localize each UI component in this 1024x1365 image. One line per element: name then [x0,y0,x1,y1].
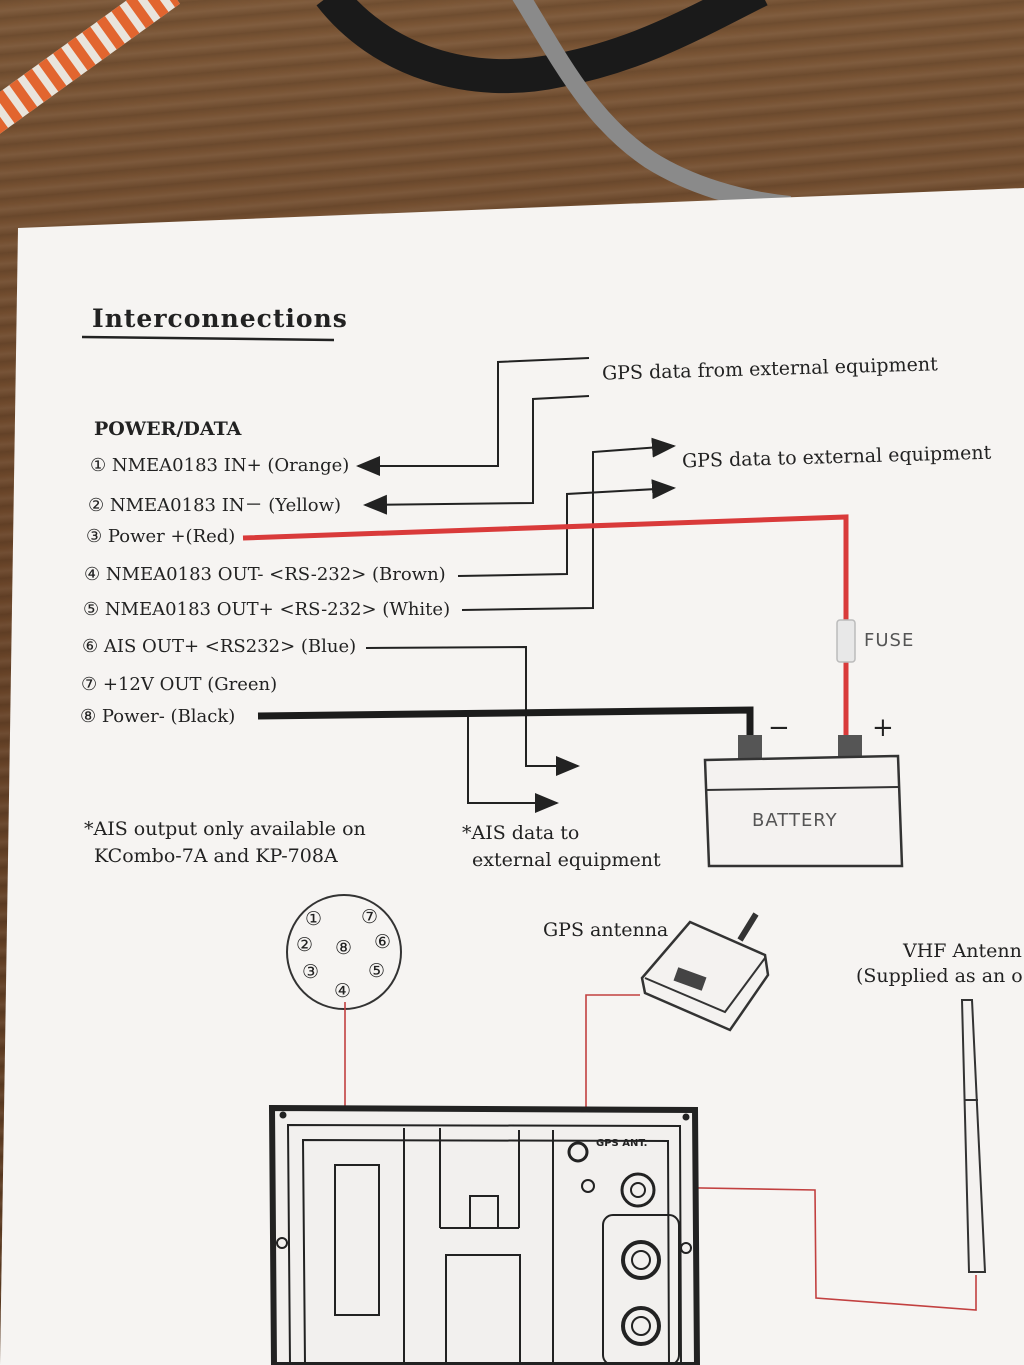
page-title: Interconnections [92,304,348,333]
pin-7-label: ⑦ +12V OUT (Green) [81,674,278,695]
vhf-antenna-drawing [644,999,987,1311]
pin-2-label: ② NMEA0183 IN－ (Yellow) [88,495,342,516]
battery-minus-label: − [768,713,790,743]
wire-power-red [242,514,849,740]
gps-antenna-drawing [585,912,770,1180]
wire-nmea-out-plus [461,437,676,611]
pin-3-label: ③ Power +(Red) [86,526,236,547]
grey-braided-cable [512,0,791,214]
pin-8-label: ⑧ Power- (Black) [80,706,236,727]
connector-pin-6: ⑥ [374,931,392,953]
ais-note-line-2: KCombo-7A and KP-708A [94,845,338,867]
gps-antenna-label: GPS antenna [543,919,669,941]
wire-nmea-in-minus [363,395,590,515]
battery-label: BATTERY [752,810,838,831]
pin-5-label: ⑤ NMEA0183 OUT+ <RS-232> (White) [83,599,451,620]
manual-page [0,188,1024,1365]
section-heading: POWER/DATA [94,418,242,440]
ais-data-line-2: external equipment [472,849,661,871]
fuse-label: FUSE [864,630,915,651]
battery [703,735,904,868]
orange-rope [0,0,180,134]
connector-pin-2: ② [296,934,314,956]
vhf-antenna-label-2: (Supplied as an o [856,965,1023,987]
wire-power-black [257,706,754,740]
pin-1-label: ① NMEA0183 IN+ (Orange) [90,455,350,476]
wire-ais-branch [467,716,559,813]
connector-pin-1: ① [305,908,323,930]
device-back-panel [268,1104,701,1365]
ais-note-line-1: *AIS output only available on [84,818,366,840]
connector-pin-7: ⑦ [361,906,379,928]
ais-data-line-1: *AIS data to [462,822,580,844]
pin-4-label: ④ NMEA0183 OUT- <RS-232> (Brown) [84,564,446,585]
connector-pin-4: ④ [334,980,352,1002]
gps-ant-port-label: GPS ANT. [596,1138,648,1149]
connector-pin-3: ③ [302,961,320,983]
title-underline [81,335,335,342]
wire-nmea-out-minus [457,479,676,577]
vhf-antenna-label-1: VHF Antenn [903,940,1022,962]
connector-pin-8: ⑧ [335,937,353,959]
battery-plus-label: + [872,713,894,743]
pin-6-label: ⑥ AIS OUT+ <RS232> (Blue) [82,636,357,657]
connector-pin-5: ⑤ [368,960,386,982]
wire-nmea-in-plus [356,357,590,476]
wire-ais-out [365,645,580,776]
fuse [836,619,856,663]
